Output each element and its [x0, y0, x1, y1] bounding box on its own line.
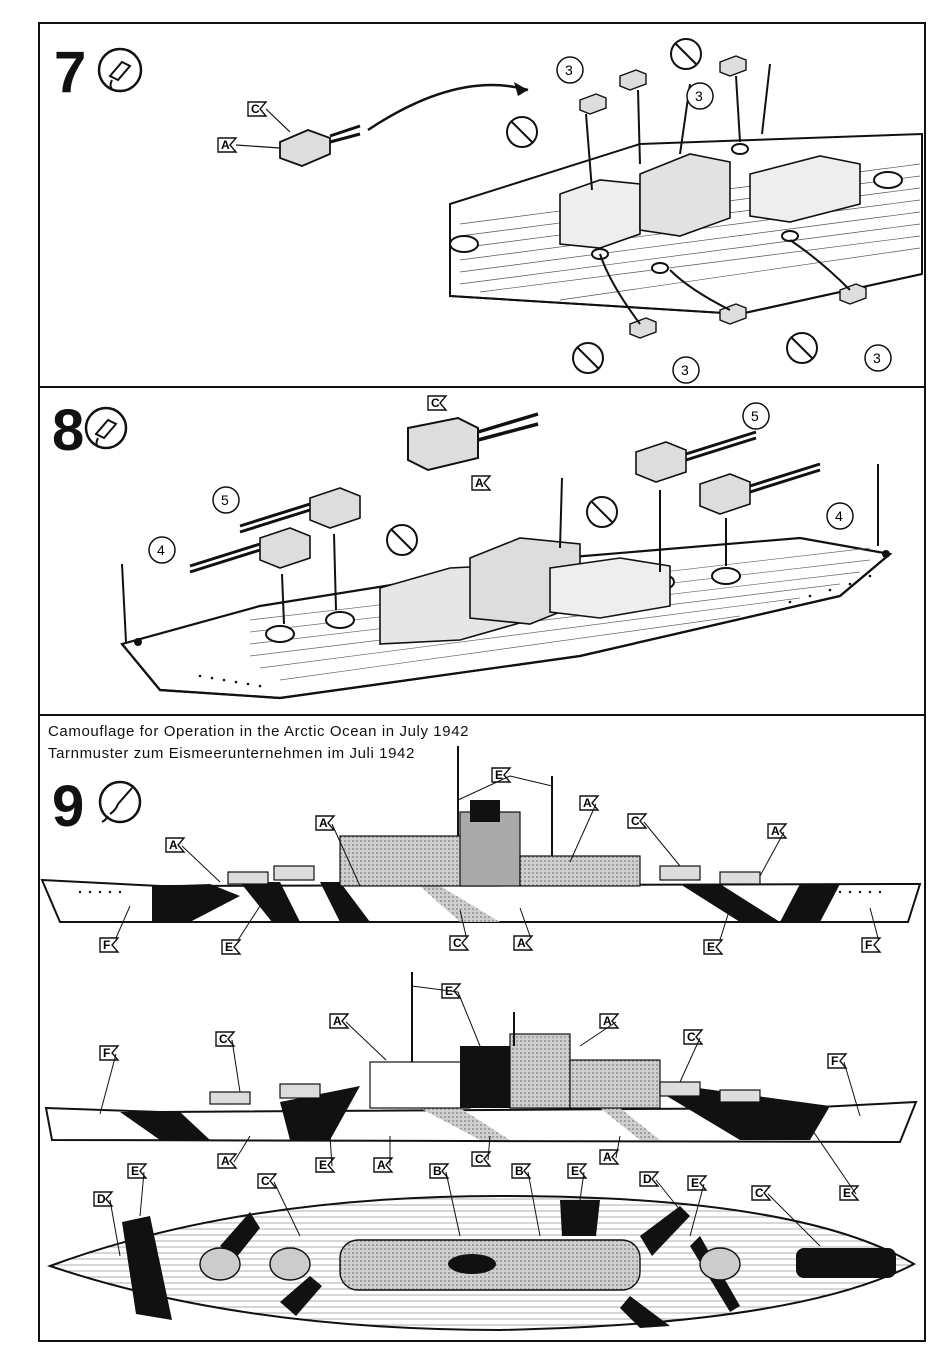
tag-A: A	[374, 1158, 392, 1172]
tag-B: B	[430, 1164, 448, 1178]
tag-A: A	[514, 936, 532, 950]
callout-5-a: 5	[213, 487, 239, 513]
svg-text:C: C	[755, 1186, 764, 1200]
tag-F: F	[828, 1054, 846, 1068]
tag-C: C	[752, 1186, 770, 1200]
svg-text:A: A	[319, 816, 328, 830]
svg-text:B: B	[433, 1164, 442, 1178]
svg-text:C: C	[631, 814, 640, 828]
tag-E: E	[222, 940, 240, 954]
step-9-panel: Camouflage for Operation in the Arctic O…	[38, 714, 926, 1342]
svg-text:C: C	[475, 1152, 484, 1166]
tag-D: D	[94, 1192, 112, 1206]
ship-profile-port	[46, 972, 916, 1142]
glue-icon	[99, 49, 141, 91]
callout-3-a: 3	[557, 57, 583, 83]
tag-A-8: A	[472, 476, 490, 490]
svg-text:4: 4	[157, 542, 165, 558]
step-7-panel: 7 C A	[38, 22, 926, 388]
step-8-panel: 8 C A	[38, 386, 926, 716]
svg-text:3: 3	[681, 362, 689, 378]
step-7-illustration: C A	[40, 24, 924, 386]
svg-text:E: E	[571, 1164, 579, 1178]
tag-C: C	[258, 1174, 276, 1188]
callout-4-b: 4	[827, 503, 853, 529]
svg-text:A: A	[221, 1154, 230, 1168]
svg-text:A: A	[221, 138, 230, 152]
callout-3-c: 3	[673, 357, 699, 383]
tag-A: A	[218, 1154, 236, 1168]
camouflage-illustration: A A E A C A F E C A E F E A A C C F F A …	[40, 716, 924, 1340]
svg-text:A: A	[333, 1014, 342, 1028]
tag-C: C	[684, 1030, 702, 1044]
svg-text:C: C	[453, 936, 462, 950]
step-8-illustration: C A	[40, 388, 924, 714]
tag-F: F	[862, 938, 880, 952]
tag-A: A	[600, 1150, 618, 1164]
svg-text:A: A	[517, 936, 526, 950]
tag-D: D	[640, 1172, 658, 1186]
tag-C: C	[628, 814, 646, 828]
svg-text:C: C	[261, 1174, 270, 1188]
svg-text:C: C	[431, 396, 440, 410]
svg-text:3: 3	[695, 88, 703, 104]
svg-text:E: E	[691, 1176, 699, 1190]
svg-text:E: E	[707, 940, 715, 954]
svg-text:E: E	[131, 1164, 139, 1178]
svg-text:F: F	[831, 1054, 838, 1068]
tag-C-7a: C	[248, 102, 290, 132]
svg-text:E: E	[319, 1158, 327, 1172]
svg-text:F: F	[865, 938, 872, 952]
svg-text:4: 4	[835, 508, 843, 524]
tag-A: A	[600, 1014, 618, 1028]
svg-text:A: A	[475, 476, 484, 490]
tag-A: A	[768, 824, 786, 838]
glue-icon	[86, 408, 126, 448]
tag-A-7a: A	[218, 138, 280, 152]
main-turret-part	[408, 414, 538, 470]
ship-top-view	[50, 1196, 914, 1330]
tag-C: C	[472, 1152, 490, 1166]
svg-text:D: D	[643, 1172, 652, 1186]
svg-text:F: F	[103, 1046, 110, 1060]
svg-text:C: C	[251, 102, 260, 116]
tag-B: B	[512, 1164, 530, 1178]
callout-4-a: 4	[149, 537, 175, 563]
svg-text:3: 3	[873, 350, 881, 366]
svg-text:A: A	[169, 838, 178, 852]
svg-text:3: 3	[565, 62, 573, 78]
callout-3-b: 3	[687, 83, 713, 109]
tag-A: A	[166, 838, 184, 852]
paint-brush-icon	[100, 782, 140, 822]
callout-5-b: 5	[743, 403, 769, 429]
tag-C: C	[450, 936, 468, 950]
tag-C-8: C	[428, 396, 446, 410]
turret-part	[280, 126, 360, 166]
svg-text:5: 5	[751, 408, 759, 424]
tag-A: A	[316, 816, 334, 830]
svg-text:E: E	[225, 940, 233, 954]
ship-profile-starboard	[42, 746, 920, 922]
svg-text:B: B	[515, 1164, 524, 1178]
svg-text:D: D	[97, 1192, 106, 1206]
svg-text:C: C	[219, 1032, 228, 1046]
svg-text:C: C	[687, 1030, 696, 1044]
svg-text:A: A	[583, 796, 592, 810]
svg-text:F: F	[103, 938, 110, 952]
ship-hull-7	[450, 64, 922, 314]
svg-text:E: E	[843, 1186, 851, 1200]
tag-E: E	[704, 940, 722, 954]
tag-C: C	[216, 1032, 234, 1046]
tag-A: A	[330, 1014, 348, 1028]
svg-text:5: 5	[221, 492, 229, 508]
svg-text:A: A	[377, 1158, 386, 1172]
svg-text:A: A	[771, 824, 780, 838]
tag-F: F	[100, 938, 118, 952]
tag-A: A	[580, 796, 598, 810]
callout-3-d: 3	[865, 345, 891, 371]
svg-text:A: A	[603, 1150, 612, 1164]
